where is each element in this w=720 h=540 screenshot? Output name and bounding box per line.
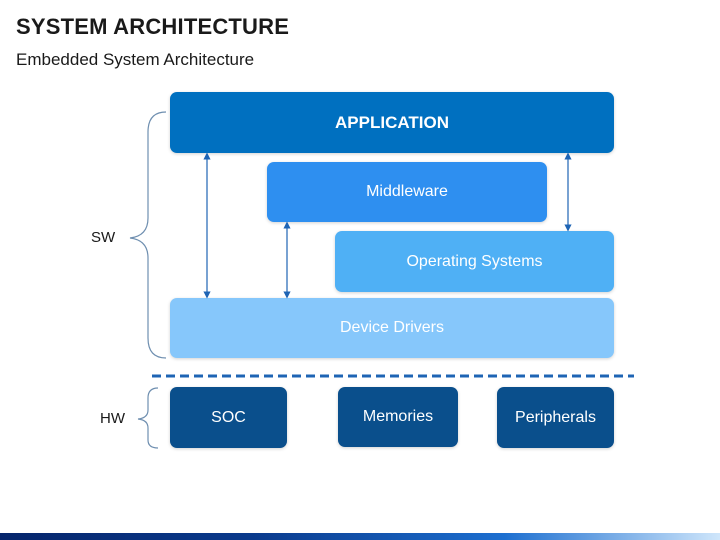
application-layer: APPLICATION [170,92,614,153]
operating-systems-label: Operating Systems [406,252,543,270]
memories-label: Memories [362,408,434,425]
middleware-layer: Middleware [267,162,547,222]
page-title: SYSTEM ARCHITECTURE [16,14,290,39]
hw-brace [137,387,159,449]
device-drivers-label: Device Drivers [339,319,444,336]
soc-label: SOC [211,408,246,426]
peripherals-block: Peripherals [497,387,614,448]
sw-label: SW [91,229,116,246]
soc-block: SOC [170,387,287,448]
hw-label: HW [100,410,125,427]
device-drivers-layer: Device Drivers [170,298,614,358]
operating-systems-layer: Operating Systems [335,231,614,292]
middleware-label: Middleware [366,183,448,200]
application-label: APPLICATION [335,112,449,132]
peripherals-label: Peripherals [515,408,596,426]
sw-brace [129,111,167,359]
footer-bar [0,533,720,540]
page-subtitle: Embedded System Architecture [16,50,255,69]
memories-block: Memories [338,387,458,447]
